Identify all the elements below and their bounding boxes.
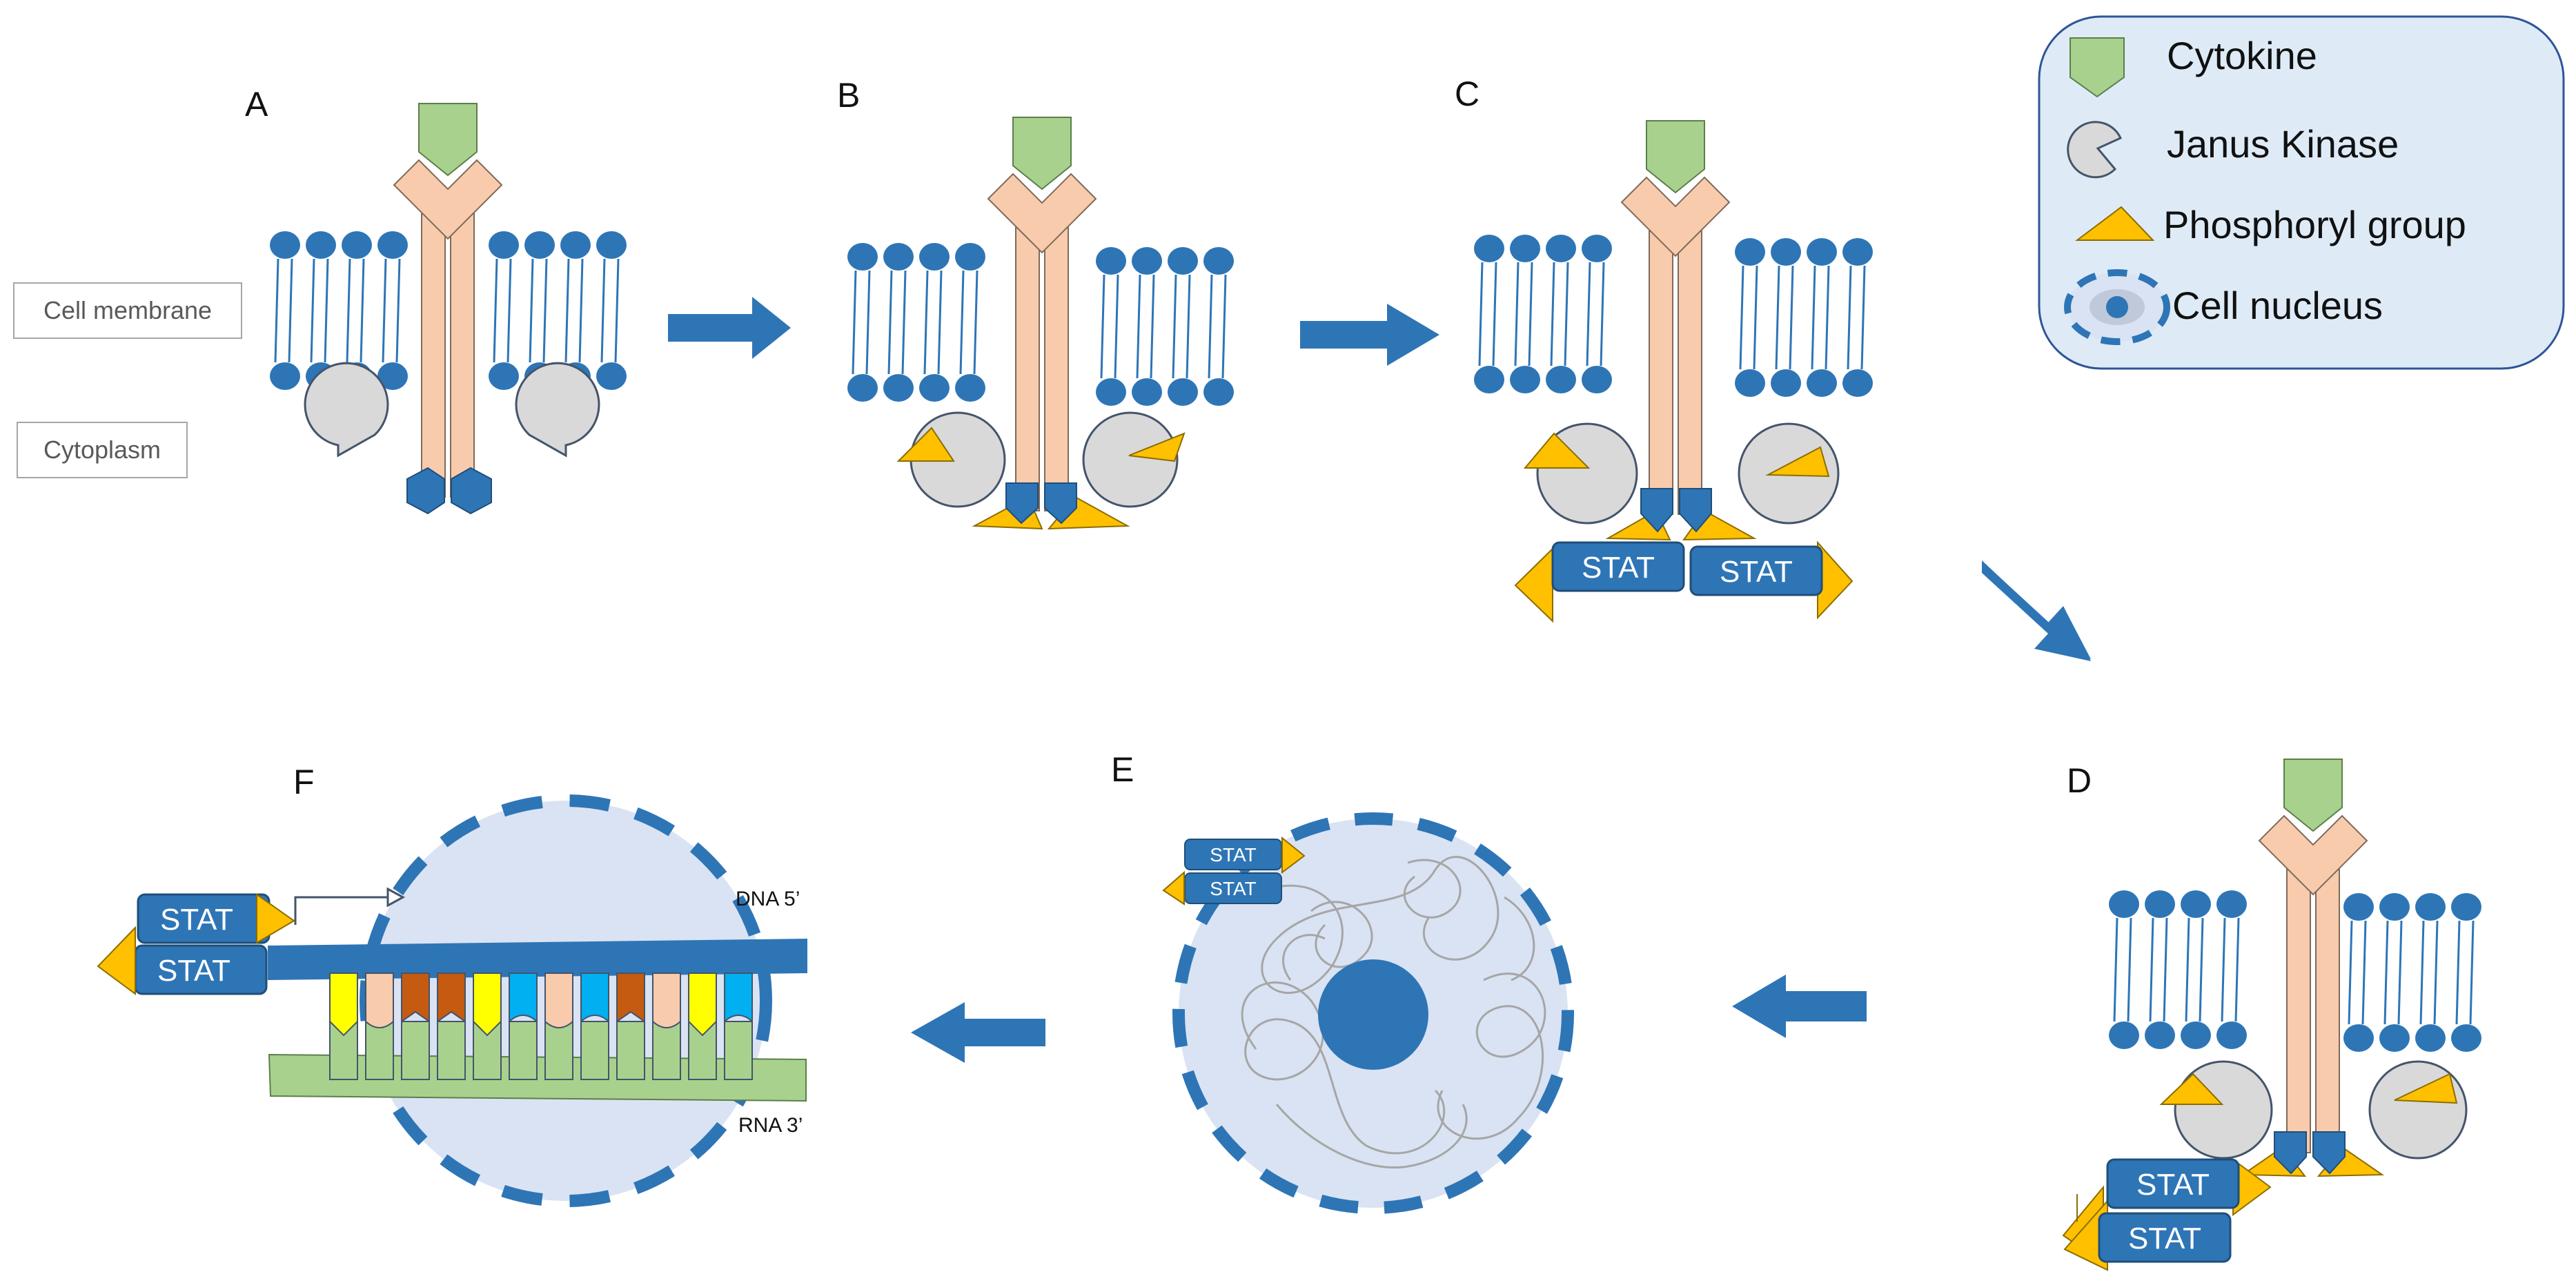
legend: Cytokine Janus Kinase Phosphoryl group C… xyxy=(2038,15,2565,370)
arrow-e-to-f xyxy=(911,1002,1045,1063)
transcription-start-arrow xyxy=(294,896,388,925)
panel-a: A Cell membrane Cytoplasm xyxy=(13,85,628,515)
legend-phosphoryl-group: Phosphoryl group xyxy=(2163,203,2466,246)
legend-cytokine: Cytokine xyxy=(2167,34,2317,77)
stat-protein-e1: STAT xyxy=(1184,839,1282,870)
arrow-c-to-d-shaft xyxy=(1982,560,2091,661)
cell-membrane-label: Cell membrane xyxy=(43,296,212,324)
legend-janus-kinase: Janus Kinase xyxy=(2167,122,2399,166)
stat-label-e2: STAT xyxy=(1210,878,1256,899)
stat-protein-d2: STAT xyxy=(2098,1212,2232,1263)
dna-strand xyxy=(268,939,807,980)
cytoplasm-label: Cytoplasm xyxy=(43,436,161,464)
stat-label-e1: STAT xyxy=(1210,844,1256,866)
cell-nucleus-e xyxy=(1172,812,1574,1214)
panel-e-letter: E xyxy=(1111,750,1134,789)
stat-protein-d1: STAT xyxy=(2106,1158,2240,1209)
legend-box xyxy=(2038,15,2565,370)
receptor-tails-b xyxy=(1005,482,1077,525)
dna-label: DNA 5’ xyxy=(736,888,800,910)
panel-d: D STAT STAT xyxy=(2062,759,2483,1271)
cytokine-legend-icon xyxy=(2069,37,2125,98)
receptor-tails-a xyxy=(406,467,492,515)
phosphoryl-group-f xyxy=(97,893,295,995)
panel-e: E STAT STAT xyxy=(1111,750,1574,1214)
stat-label-f1: STAT xyxy=(160,903,233,937)
arrow-b-to-c xyxy=(1300,304,1439,366)
cell-membrane-b xyxy=(846,242,1235,407)
panel-c: C STAT STAT xyxy=(1455,75,1874,623)
chromatin-e xyxy=(1241,856,1546,1168)
panel-d-letter: D xyxy=(2067,761,2092,800)
transcription-start-arrowhead xyxy=(386,887,406,908)
base-pairs xyxy=(329,972,753,1080)
panel-a-letter: A xyxy=(245,85,268,124)
stat-label-d2: STAT xyxy=(2128,1222,2201,1255)
janus-kinase-a xyxy=(304,362,600,458)
phosphoryl-group-e xyxy=(1162,836,1306,906)
receptor-tails-d xyxy=(2274,1131,2346,1175)
receptor-a xyxy=(393,103,502,498)
panel-b: B xyxy=(837,76,1235,530)
panel-f: F xyxy=(97,763,807,1207)
janus-kinase-legend-icon xyxy=(2067,121,2122,179)
panel-b-letter: B xyxy=(837,76,860,115)
nucleolus-e xyxy=(1318,959,1428,1070)
panel-f-letter: F xyxy=(293,763,315,801)
stat-protein-f2: STAT xyxy=(134,944,268,995)
stat-protein-c1: STAT xyxy=(1551,541,1685,592)
receptor-tails-c xyxy=(1640,488,1712,533)
rna-label: RNA 3’ xyxy=(738,1114,803,1137)
cytoplasm-label-box xyxy=(17,422,188,478)
panel-c-letter: C xyxy=(1455,75,1479,113)
arrow-a-to-b xyxy=(668,297,791,359)
stat-protein-e2: STAT xyxy=(1184,872,1282,904)
cell-nucleus-legend-icon xyxy=(2064,269,2170,345)
stat-label-c2: STAT xyxy=(1720,555,1793,589)
stat-protein-f1: STAT xyxy=(137,893,271,944)
phosphoryl-legend-icon xyxy=(2075,206,2155,241)
stat-protein-c2: STAT xyxy=(1689,545,1823,596)
stat-label-f2: STAT xyxy=(157,954,230,988)
receptor-c xyxy=(1621,120,1730,515)
cell-membrane-label-box xyxy=(13,282,242,339)
arrow-d-to-e xyxy=(1732,975,1867,1038)
stat-label-d1: STAT xyxy=(2136,1168,2210,1202)
legend-cell-nucleus: Cell nucleus xyxy=(2172,284,2383,327)
stat-label-c1: STAT xyxy=(1582,551,1655,585)
